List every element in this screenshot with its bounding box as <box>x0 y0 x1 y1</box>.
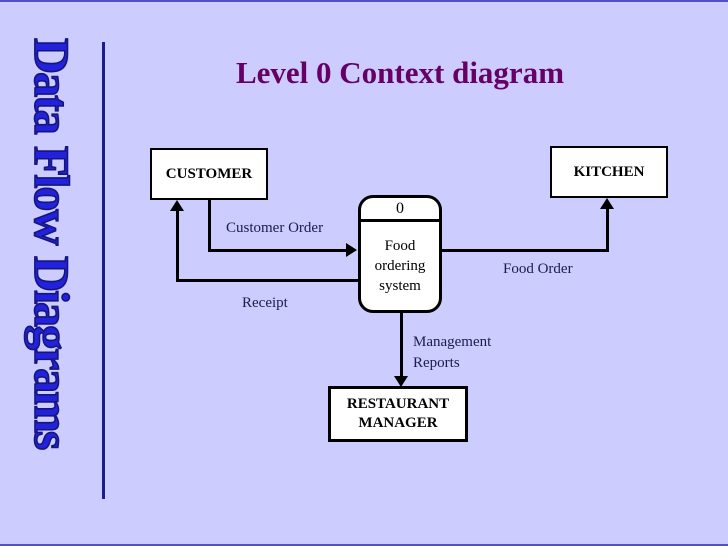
top-border-line <box>0 0 728 2</box>
flow-label-customer-order: Customer Order <box>226 220 324 236</box>
manager-label-line1: RESTAURANT <box>346 396 450 412</box>
process-box-food-ordering-system: 0 Food ordering system <box>358 195 442 313</box>
process-name-line1: Food <box>384 238 416 254</box>
entity-label-customer: CUSTOMER <box>165 165 253 182</box>
vertical-divider-line <box>102 42 105 499</box>
banner-word-data: Data <box>23 37 81 133</box>
entity-box-customer: CUSTOMER <box>150 148 268 200</box>
receipt-line-horizontal <box>176 279 358 282</box>
process-number: 0 <box>361 198 439 222</box>
vertical-banner: Data Flow Diagrams <box>6 37 98 462</box>
customer-order-arrowhead <box>346 243 357 257</box>
banner-word-flow: Flow <box>23 145 81 244</box>
manager-label-line2: MANAGER <box>358 415 438 431</box>
flow-label-receipt: Receipt <box>242 295 288 311</box>
flow-label-management-reports: Management Reports <box>413 332 523 374</box>
slide-title: Level 0 Context diagram <box>235 55 565 90</box>
entity-label-kitchen: KITCHEN <box>573 163 645 180</box>
management-reports-arrowhead <box>394 376 408 387</box>
management-reports-line-vertical <box>400 313 403 376</box>
process-name-line2: ordering <box>374 258 426 274</box>
entity-box-restaurant-manager: RESTAURANT MANAGER <box>328 386 468 442</box>
management-reports-line1: Management <box>413 334 492 350</box>
entity-box-kitchen: KITCHEN <box>550 146 668 198</box>
food-order-arrowhead <box>600 198 614 209</box>
process-name: Food ordering system <box>361 222 439 310</box>
entity-label-restaurant-manager: RESTAURANT MANAGER <box>347 395 449 433</box>
food-order-line-vertical <box>606 209 609 252</box>
customer-order-line-vertical <box>208 199 211 252</box>
receipt-arrowhead <box>170 200 184 211</box>
customer-order-line-horizontal <box>208 249 347 252</box>
receipt-line-vertical <box>176 211 179 282</box>
banner-word-diagrams: Diagrams <box>23 256 81 450</box>
food-order-line-horizontal <box>442 249 609 252</box>
bottom-border-line <box>0 544 728 546</box>
process-name-line3: system <box>379 278 421 294</box>
flow-label-food-order: Food Order <box>503 261 573 277</box>
management-reports-line2: Reports <box>413 355 460 371</box>
